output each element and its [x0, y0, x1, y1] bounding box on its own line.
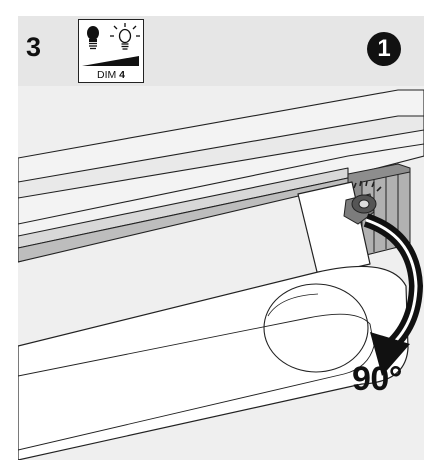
step-header: 3: [18, 16, 424, 86]
ceiling-rail: [18, 89, 424, 263]
luminaire-illustration: [18, 89, 424, 460]
dim-icons: [82, 23, 140, 66]
bulb-off-icon: [87, 26, 99, 50]
bulb-on-icon: [110, 23, 140, 50]
rotation-knob: [343, 180, 382, 225]
instruction-panel: 3: [18, 16, 424, 460]
rotate-clockwise-arrow-icon: [363, 213, 424, 376]
rotation-angle-label: 90°: [352, 360, 402, 398]
dim-setting-panel: DIM 4: [78, 19, 144, 83]
dim-level-label: DIM 4: [79, 68, 143, 81]
dim-level-value: 4: [119, 68, 125, 81]
step-number: 3: [26, 32, 42, 62]
dim-prefix: DIM: [96, 68, 117, 81]
step-badge: 1: [367, 32, 401, 66]
dim-level-wedge: [82, 56, 139, 66]
